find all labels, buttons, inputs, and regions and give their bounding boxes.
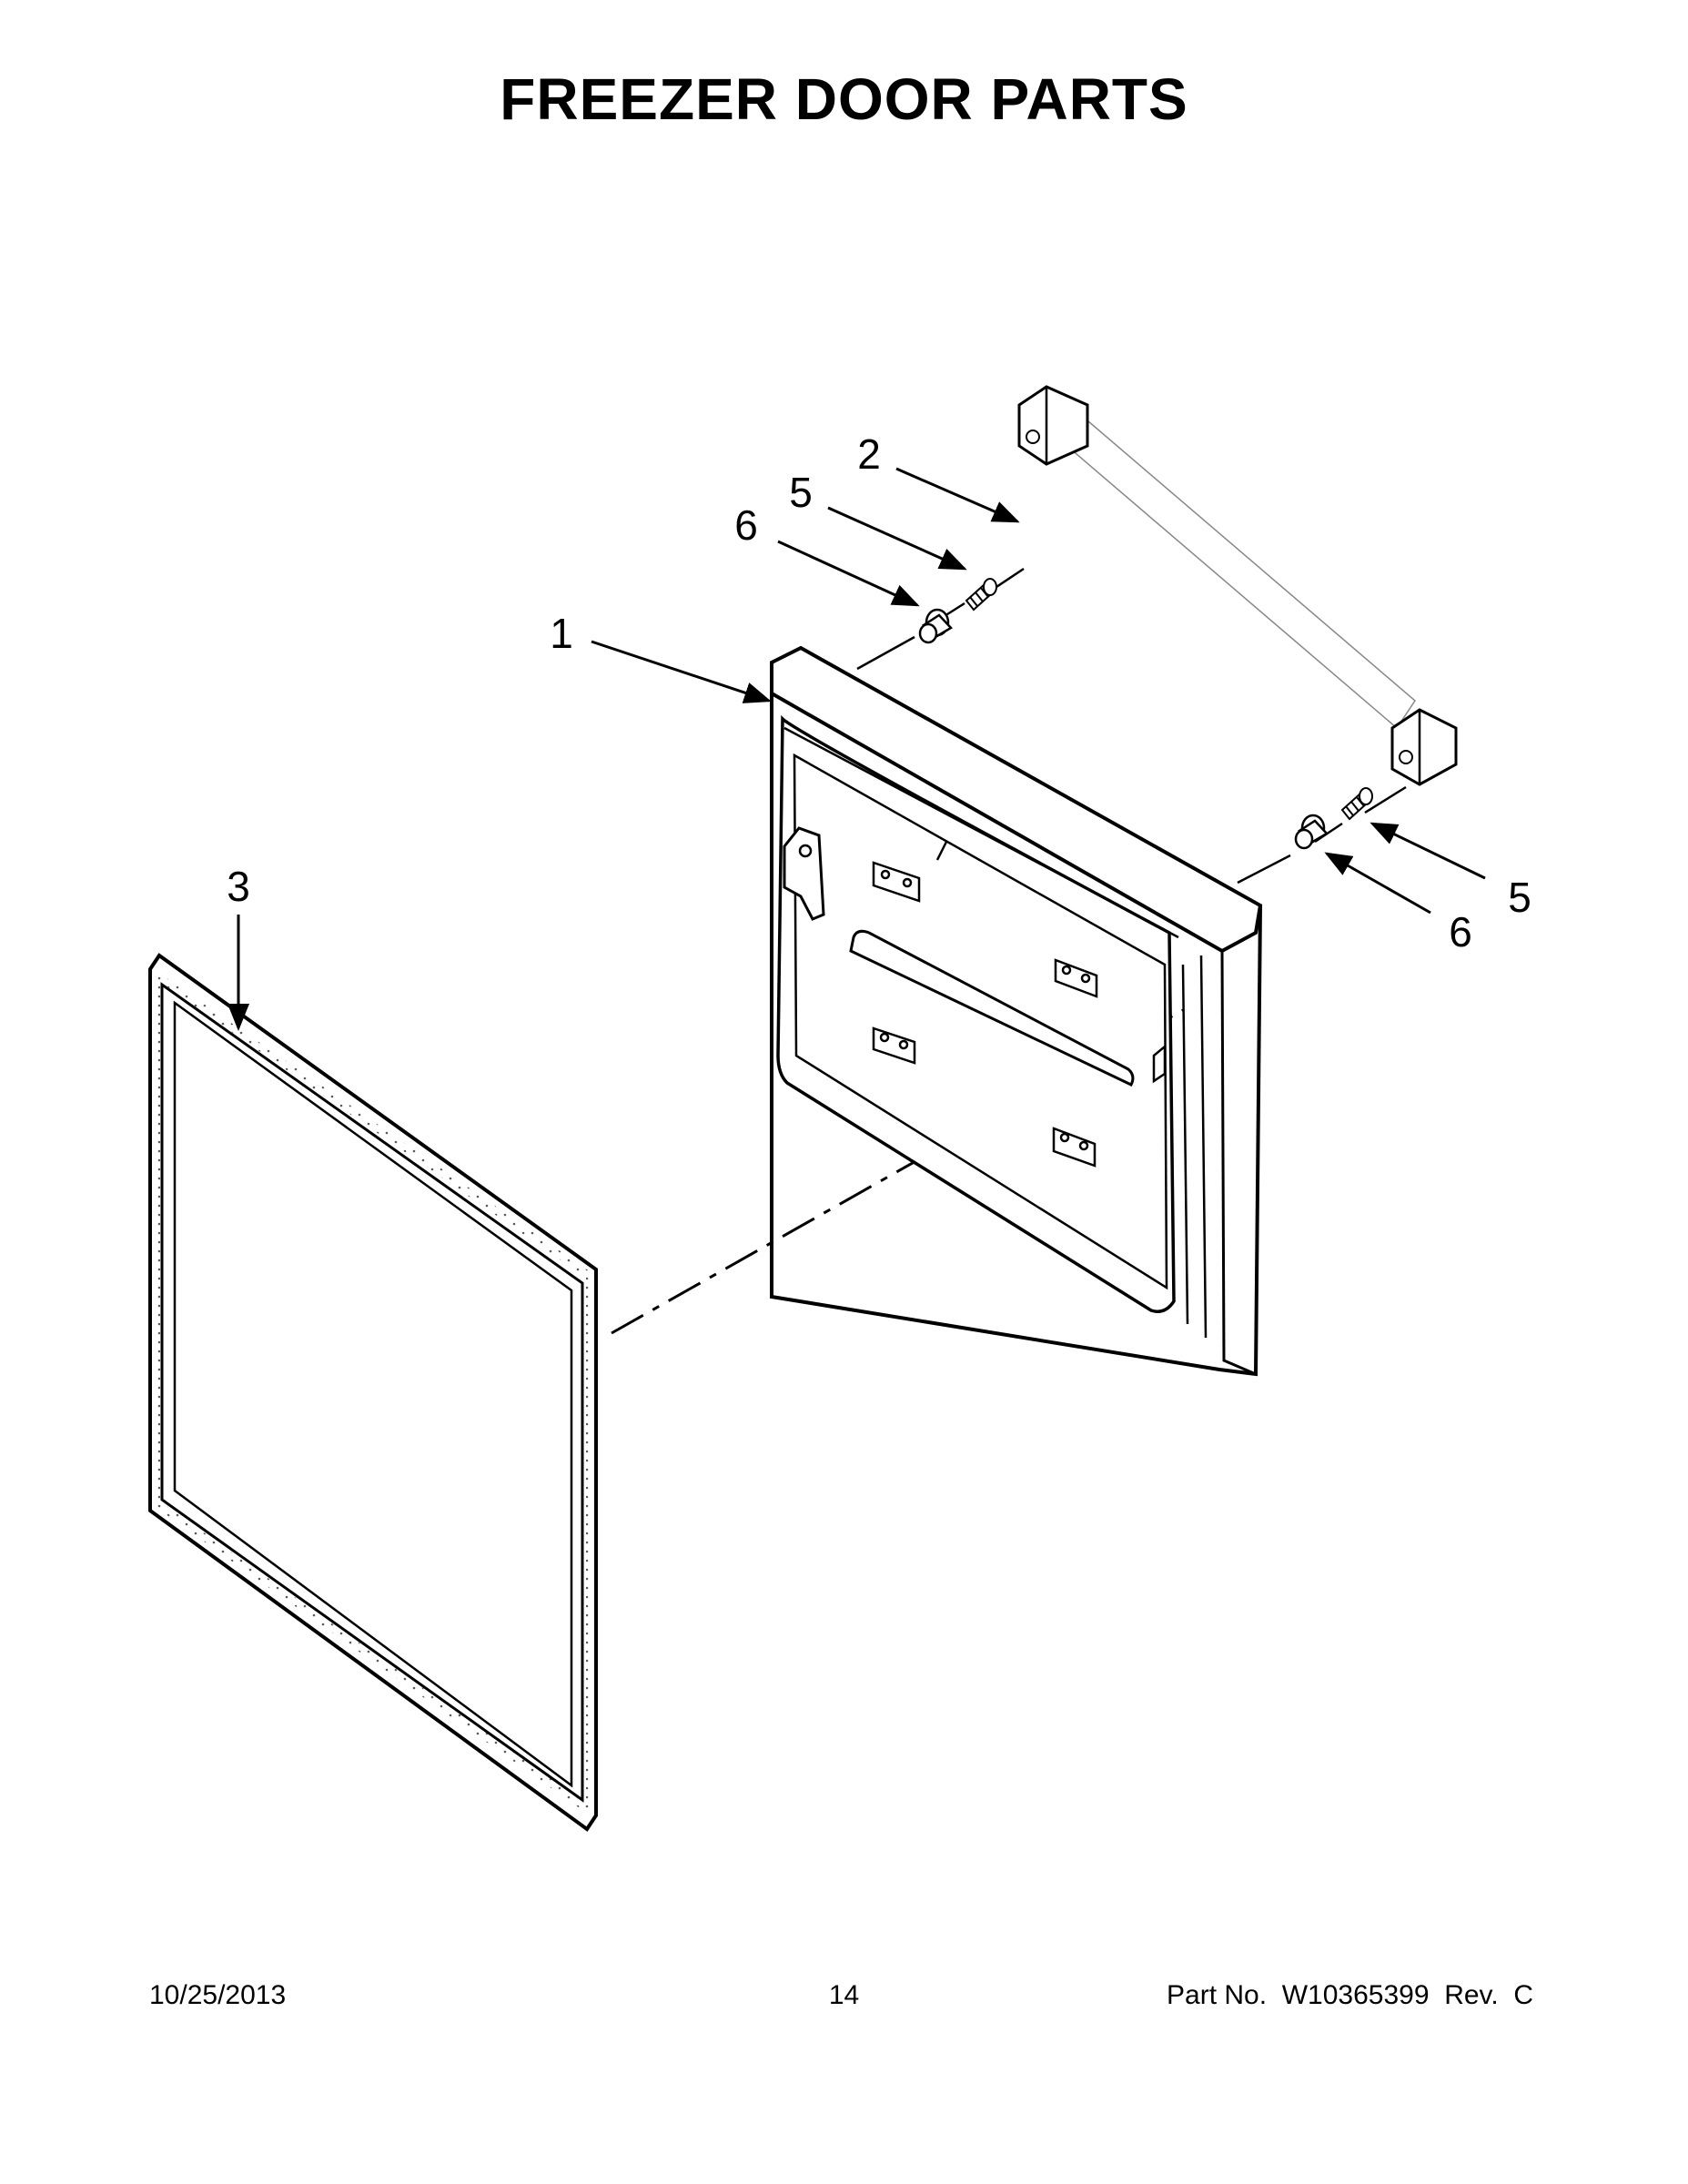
footer-part-number: Part No. W10365399 Rev. C <box>1167 1980 1533 2010</box>
screw-upper <box>965 578 997 612</box>
callout-arrow-2 <box>895 467 1020 523</box>
callout-arrows <box>227 467 1486 1031</box>
callout-arrow-1 <box>591 640 772 703</box>
footer-page-number: 14 <box>828 1980 860 2010</box>
callout-arrow-5-lower <box>1370 822 1486 880</box>
spacer-lower <box>1294 814 1329 850</box>
connector-lines <box>856 567 1407 885</box>
door-gasket <box>148 953 598 1832</box>
callout-arrow-5-upper <box>827 506 967 571</box>
callout-number-1: 1 <box>550 610 573 657</box>
page-title: FREEZER DOOR PARTS <box>500 66 1188 132</box>
footer-date: 10/25/2013 <box>149 1980 287 2010</box>
callout-number-5-upper: 5 <box>789 469 813 516</box>
callout-number-3: 3 <box>227 863 250 910</box>
callout-number-2: 2 <box>857 430 881 478</box>
door-handle <box>1017 385 1458 786</box>
screw-lower <box>1340 787 1373 821</box>
spacer-upper <box>918 608 953 644</box>
callout-number-6-upper: 6 <box>734 501 758 549</box>
freezer-door <box>770 645 1263 1377</box>
callout-arrow-6-lower <box>1324 852 1431 915</box>
callout-number-5-lower: 5 <box>1508 874 1531 921</box>
callout-arrow-6-upper <box>777 540 920 607</box>
callout-number-6-lower: 6 <box>1449 908 1472 956</box>
